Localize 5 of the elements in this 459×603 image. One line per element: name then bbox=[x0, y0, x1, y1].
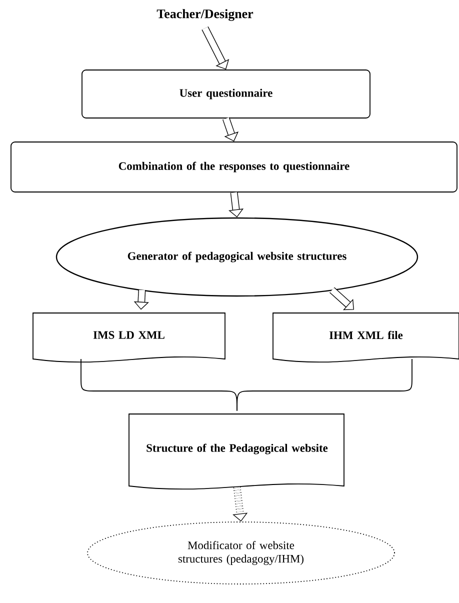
process-box: User questionnaire bbox=[82, 70, 370, 118]
connector-line bbox=[236, 358, 412, 412]
process-box: Combination of the responses to questionnaire bbox=[10, 142, 458, 192]
actor-label: Teacher/Designer bbox=[156, 9, 254, 21]
block-arrow bbox=[330, 287, 354, 310]
